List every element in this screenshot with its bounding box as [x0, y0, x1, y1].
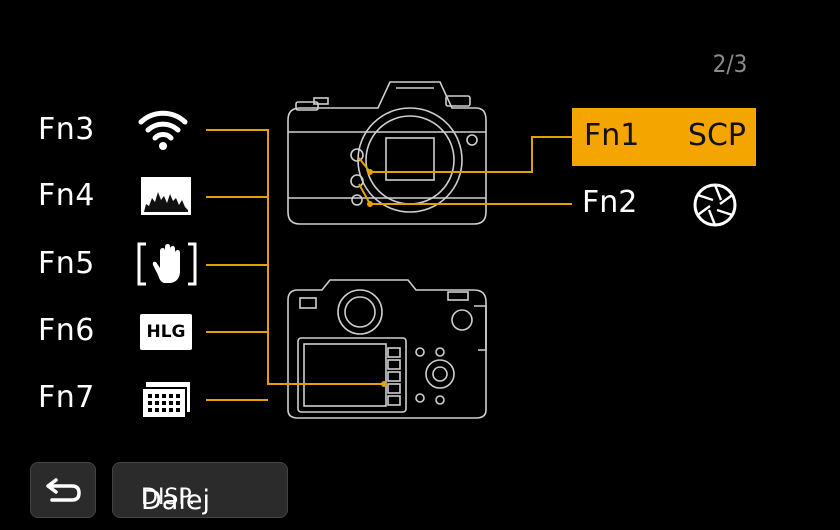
- back-button[interactable]: [30, 462, 96, 518]
- disp-label: Dalej: [141, 485, 210, 516]
- fn6-label[interactable]: Fn6: [38, 313, 95, 348]
- fn5-label[interactable]: Fn5: [38, 246, 95, 281]
- page-indicator: 2/3: [712, 50, 748, 78]
- hlg-icon[interactable]: HLG: [140, 314, 192, 350]
- fn4-label[interactable]: Fn4: [38, 178, 95, 213]
- wifi-icon[interactable]: [138, 106, 188, 152]
- disp-prefix: DISP.: [141, 485, 196, 510]
- fn1-label: Fn1: [584, 118, 640, 153]
- fn1-value: SCP: [687, 118, 746, 153]
- fn7-label[interactable]: Fn7: [38, 380, 95, 415]
- fn1-selected-item[interactable]: Fn1 SCP: [572, 108, 756, 166]
- disp-next-button[interactable]: DISP.Dalej: [112, 462, 288, 518]
- shutter-icon[interactable]: [692, 182, 738, 228]
- return-icon: [46, 478, 81, 502]
- fn3-label[interactable]: Fn3: [38, 112, 95, 147]
- camera-front-drawing: [287, 81, 487, 225]
- touch-af-icon[interactable]: [136, 241, 198, 287]
- histogram-icon[interactable]: [140, 176, 192, 216]
- camera-rear-drawing: [287, 279, 487, 419]
- fn2-label[interactable]: Fn2: [582, 185, 638, 220]
- grid-display-icon[interactable]: [140, 380, 196, 420]
